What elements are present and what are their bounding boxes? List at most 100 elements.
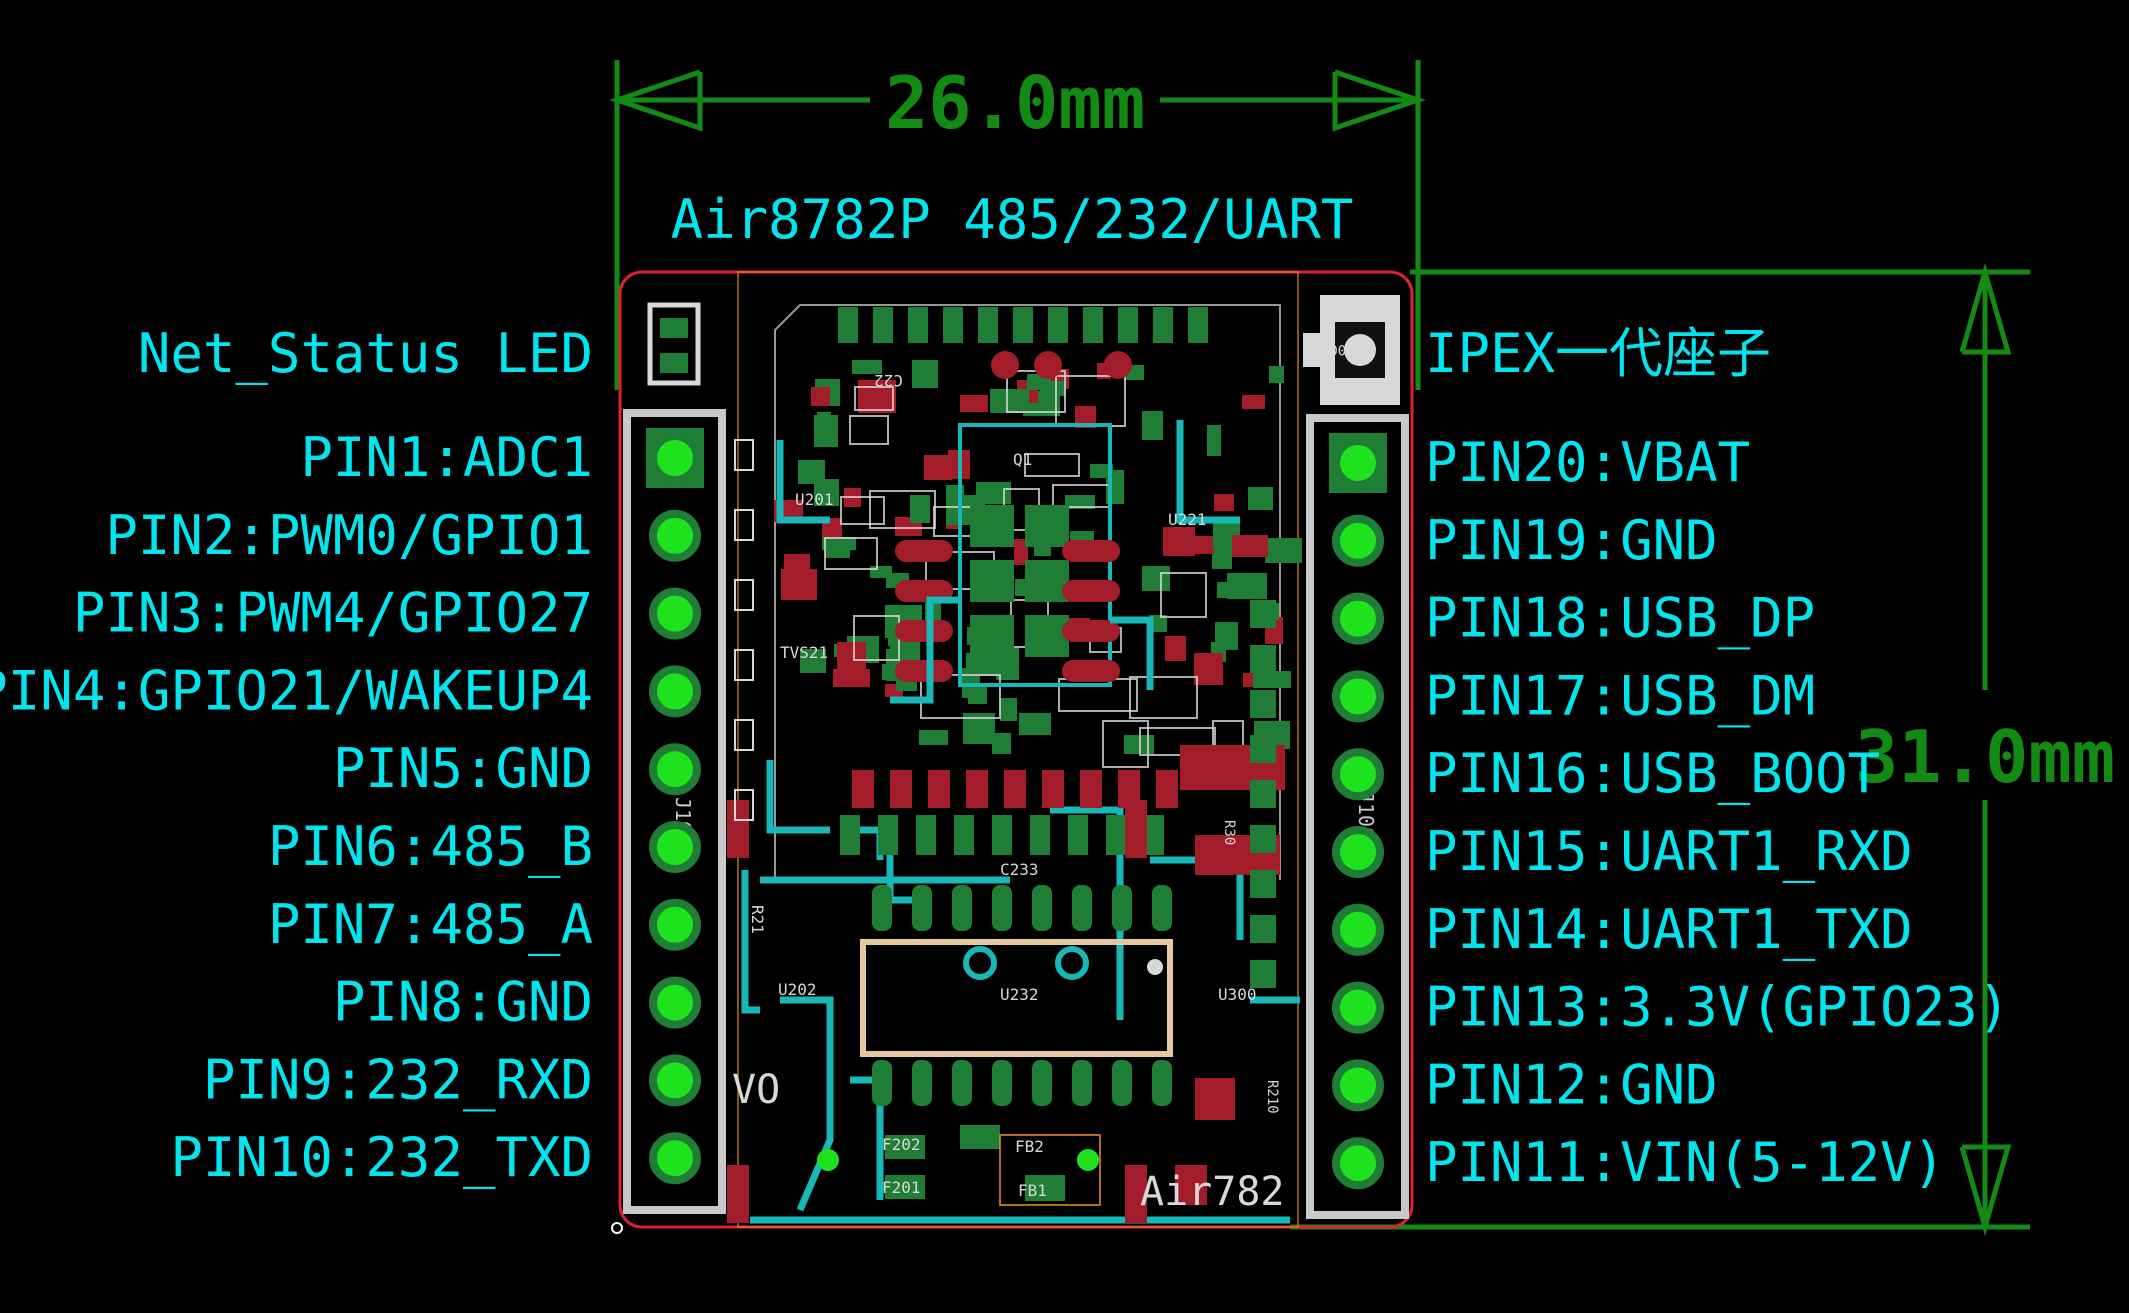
main-chip-pad xyxy=(1025,560,1069,602)
right-pin-pad xyxy=(1332,670,1384,723)
led-pad xyxy=(660,318,688,338)
component-outline xyxy=(999,1134,1101,1206)
via xyxy=(963,946,997,980)
large-pad xyxy=(1125,1165,1147,1223)
test-point xyxy=(1077,1149,1099,1171)
board-title: Air8782P 485/232/UART xyxy=(671,188,1354,251)
smd-pad xyxy=(1250,780,1276,808)
silkscreen-f202: F202 xyxy=(882,1135,921,1154)
smd-pad xyxy=(1175,1165,1207,1205)
smd-pad xyxy=(1188,307,1208,343)
smd-pad xyxy=(1030,815,1050,855)
smd-pad xyxy=(1142,411,1163,440)
left-pin-label: PIN6:485_B xyxy=(268,815,593,878)
main-chip-pad xyxy=(970,615,1014,657)
copper-trace xyxy=(741,870,760,1014)
silkscreen-c22: C22 xyxy=(874,371,903,390)
large-pad xyxy=(1125,800,1147,858)
silkscreen-tvs21: TVS21 xyxy=(780,643,828,662)
smd-pad xyxy=(1250,600,1276,628)
main-chip-pad xyxy=(1025,615,1069,657)
smd-pad xyxy=(784,554,810,578)
smd-pad xyxy=(1215,622,1238,650)
smd-pad xyxy=(858,380,896,413)
smd-pad xyxy=(1250,645,1276,673)
silkscreen-u300: U300 xyxy=(1218,985,1257,1004)
right-pin-label: PIN12:GND xyxy=(1425,1053,1718,1116)
oval-pad xyxy=(1062,580,1120,602)
height-dimension-label: 31.0mm xyxy=(1855,715,2115,799)
ipex-connector-center xyxy=(1344,334,1376,366)
smd-pad xyxy=(1165,636,1186,661)
smd-pad xyxy=(1156,770,1178,808)
right-pin-label: PIN18:USB_DP xyxy=(1425,587,1815,650)
ipex-connector-tab xyxy=(1303,333,1329,367)
oval-pad xyxy=(895,620,953,642)
silkscreen-u201: U201 xyxy=(795,490,834,509)
copper-trace xyxy=(1110,616,1154,690)
smd-pad xyxy=(1144,815,1164,855)
smd-pad xyxy=(966,770,988,808)
board-components: U232U202U201U221U300TVS21FB1FB2F201F202Q… xyxy=(647,295,1400,1224)
smd-pad xyxy=(992,733,1011,754)
u232-pad xyxy=(992,885,1012,931)
smd-pad xyxy=(943,307,963,343)
smd-pad xyxy=(873,307,893,343)
u232-pad xyxy=(992,1060,1012,1106)
smd-pad xyxy=(1250,690,1276,718)
smd-pad xyxy=(800,649,826,673)
component-silk xyxy=(849,415,889,445)
width-dimension xyxy=(609,60,1426,390)
smd-pad xyxy=(1106,815,1126,855)
u232-pad xyxy=(1032,1060,1052,1106)
smd-pad xyxy=(960,395,988,412)
smd-pad xyxy=(1040,381,1066,396)
right-pin-pad xyxy=(1332,1059,1384,1112)
left-pin-pad xyxy=(649,665,701,718)
left-pin-labels: PIN1:ADC1PIN2:PWM0/GPIO1PIN3:PWM4/GPIO27… xyxy=(0,426,593,1189)
smd-pad xyxy=(1118,307,1138,343)
u232-pad xyxy=(952,1060,972,1106)
smd-pad xyxy=(960,1125,1000,1149)
u232-pad xyxy=(1152,1060,1172,1106)
smd-pad xyxy=(1195,1078,1235,1120)
smd-pad xyxy=(1189,536,1214,554)
smd-pad xyxy=(912,360,938,388)
width-dimension-label: 26.0mm xyxy=(885,61,1145,145)
right-pin-pad xyxy=(1332,903,1384,956)
smd-pad xyxy=(890,770,912,808)
right-pin-pad xyxy=(1332,592,1384,645)
width-arrow-left xyxy=(609,69,703,132)
right-pin-label: PIN11:VIN(5-12V) xyxy=(1425,1131,1945,1194)
height-dimension xyxy=(1290,262,2030,1237)
silkscreen-c233: C233 xyxy=(1000,860,1039,879)
smd-pad xyxy=(1217,582,1233,598)
u232-pad xyxy=(1152,885,1172,931)
copper-trace xyxy=(780,996,834,1212)
smd-pad xyxy=(978,307,998,343)
right-pin-label: PIN19:GND xyxy=(1425,509,1718,572)
smd-pad xyxy=(852,360,882,374)
smd-pad xyxy=(1227,573,1267,599)
smd-pad xyxy=(878,815,898,855)
height-arrow-top xyxy=(1959,262,2012,355)
small-component xyxy=(734,719,754,751)
height-arrow-bottom xyxy=(1959,1144,2012,1237)
left-pin-pad xyxy=(649,1054,701,1107)
left-header-pads xyxy=(646,428,704,1185)
silkscreen-r30: R30 xyxy=(1221,820,1237,845)
silkscreen-f201: F201 xyxy=(882,1178,921,1197)
smd-pad xyxy=(1042,770,1064,808)
smd-pad xyxy=(840,815,860,855)
smd-pad xyxy=(885,1135,925,1159)
smd-pad xyxy=(1214,494,1234,511)
u232-outline xyxy=(860,939,1173,1057)
silkscreen-edge-text: Air782 xyxy=(1140,1169,1285,1215)
smd-pad xyxy=(837,642,866,675)
u232-pad xyxy=(1112,885,1132,931)
smd-pad xyxy=(1090,464,1113,478)
u232-pad xyxy=(1032,885,1052,931)
smd-pad xyxy=(1248,487,1273,510)
silkscreen-r21: R21 xyxy=(748,905,767,934)
smd-pad xyxy=(919,730,948,745)
